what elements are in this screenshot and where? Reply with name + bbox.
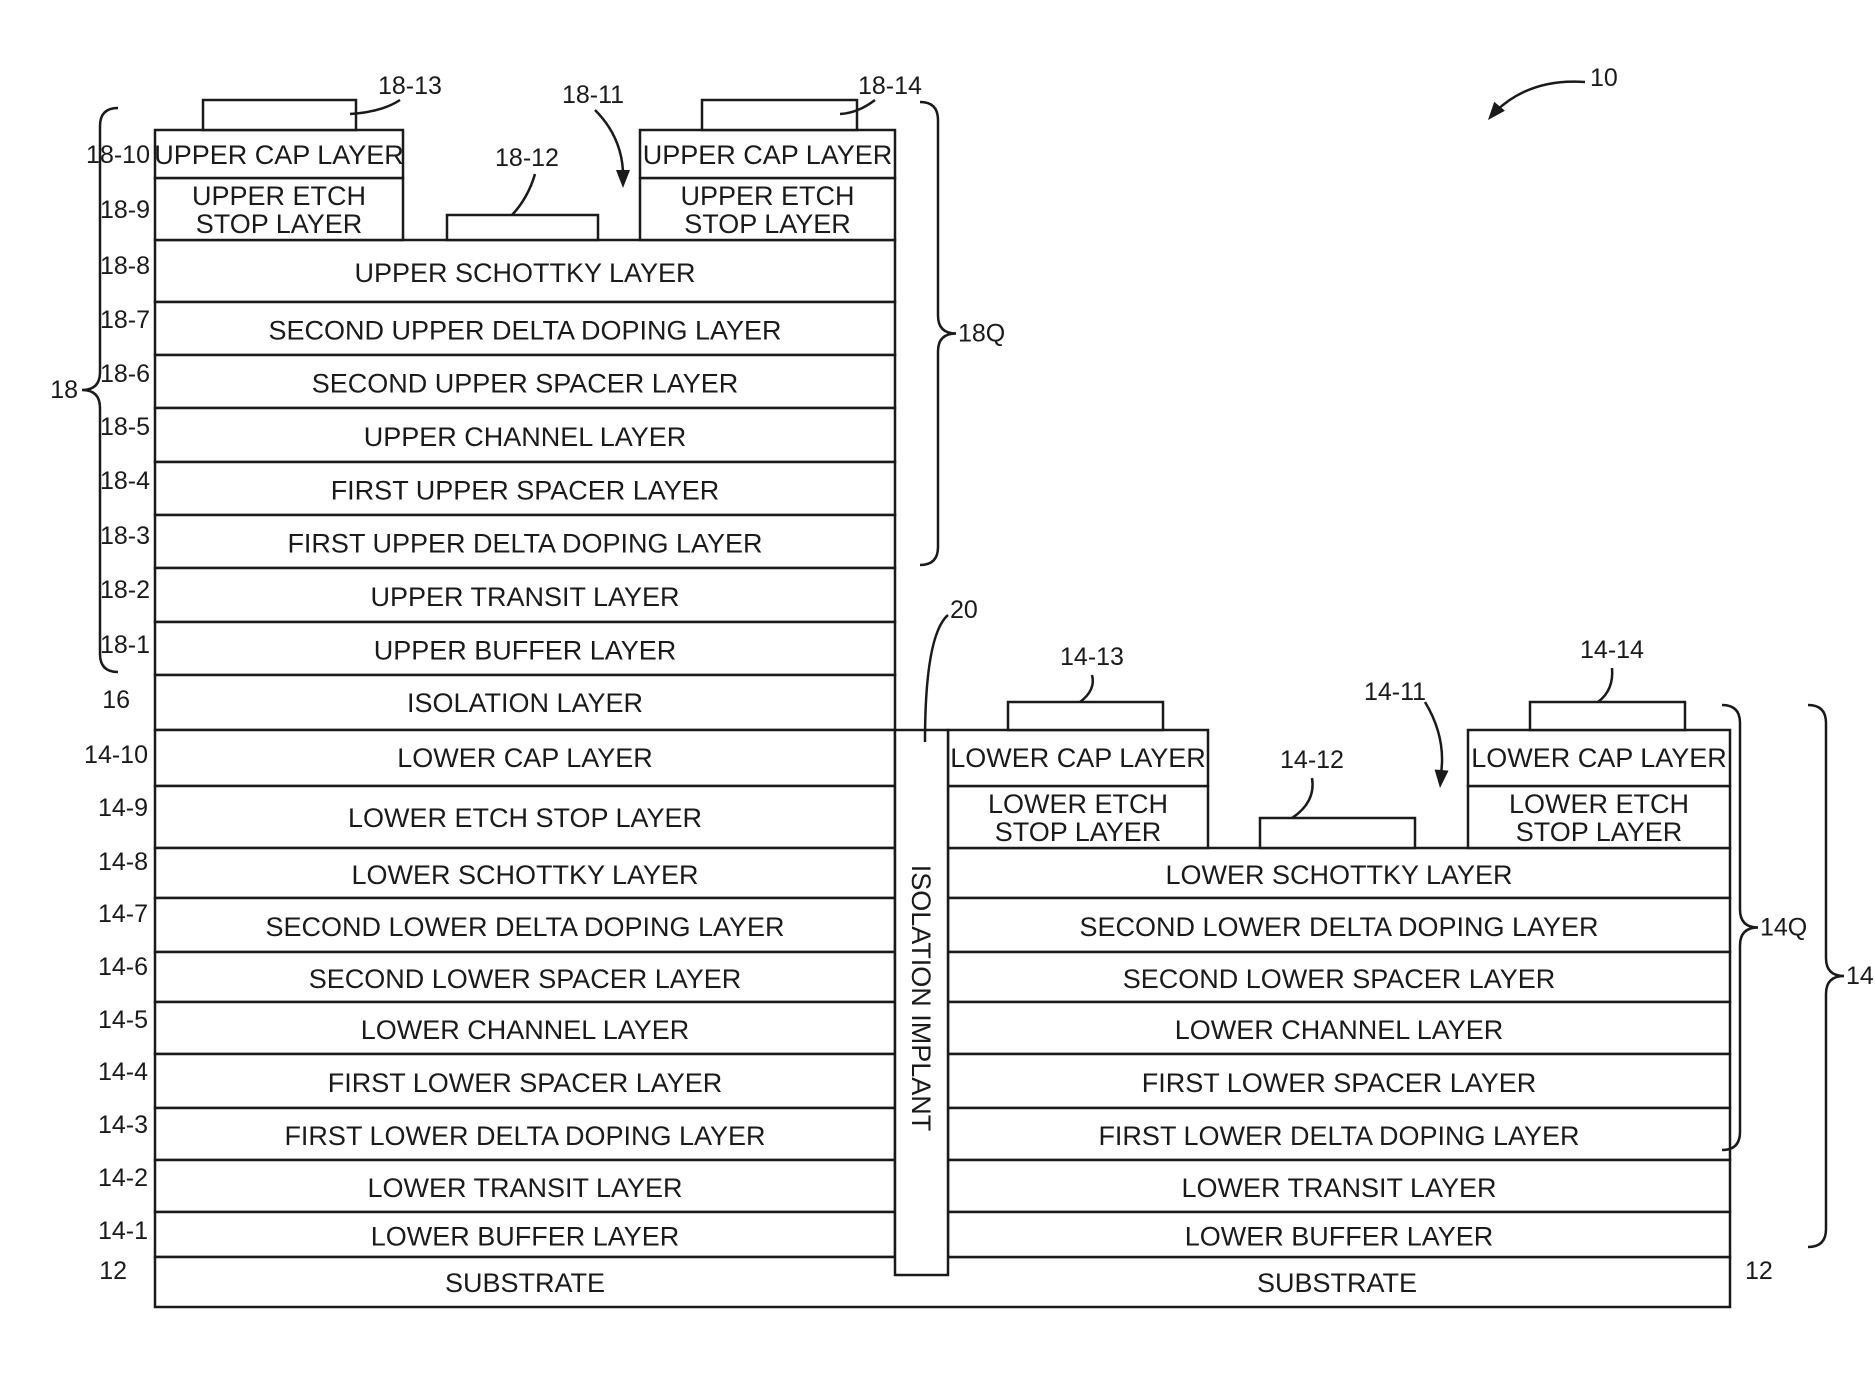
lower-recess-arrowhead [1435,769,1449,788]
lower-ref-14-6: 14-6 [98,953,148,981]
lower-layer-label-right-6: FIRST LOWER DELTA DOPING LAYER [1098,1121,1579,1151]
upper-ref-18-8: 18-8 [100,252,150,280]
upper-cap-label-right: UPPER CAP LAYER [643,140,893,170]
lower-contact-left-leader [1080,675,1093,702]
lower-contact-right-leader [1598,668,1612,702]
upper-cap-label-left: UPPER CAP LAYER [154,140,404,170]
layer-group: UPPER SCHOTTKY LAYER SECOND UPPER DELTA D… [154,100,1730,1307]
isolation-implant-leader [925,615,948,742]
lower-layer-label-right-8: LOWER BUFFER LAYER [1185,1222,1494,1252]
upper-contact-center-leader [512,174,535,215]
figure-ref: 10 [1590,64,1618,92]
lower-layer-label-right-7: LOWER TRANSIT LAYER [1181,1173,1496,1203]
substrate-label-left: SUBSTRATE [445,1268,605,1298]
upper-recess-ref: 18-11 [562,81,624,109]
upper-ref-18-6: 18-6 [100,360,150,388]
lower-cap-label-left-pillar: LOWER CAP LAYER [950,743,1206,773]
upper-etch-stop-text2-right: STOP LAYER [684,209,851,239]
lower-ref-14-2: 14-2 [98,1164,148,1192]
lower-layer-label-left-3: SECOND LOWER SPACER LAYER [309,964,742,994]
lower-contact-center-ref: 14-12 [1280,746,1344,774]
lower-contact-left [1008,702,1163,730]
upper-recess-arrowhead [616,170,630,188]
upper-ref-18-5: 18-5 [100,413,150,441]
lower-contact-center [1260,818,1415,848]
upper-ref-18-7: 18-7 [100,306,150,334]
upper-ref-18-4: 18-4 [100,467,150,495]
lower-contact-right [1530,702,1685,730]
substrate-ref-right: 12 [1745,1257,1773,1285]
lower-etch-stop-text2-left: STOP LAYER [995,817,1162,847]
lower-etch-stop-text2-right: STOP LAYER [1516,817,1683,847]
upper-layer-label-1: UPPER SCHOTTKY LAYER [354,258,695,288]
lower-ref-14-3: 14-3 [98,1111,148,1139]
upper-ref-18-1: 18-1 [100,631,150,659]
upper-layer-label-6: FIRST UPPER DELTA DOPING LAYER [287,529,762,559]
lower-ref-14-5: 14-5 [98,1006,148,1034]
lower-q-ref: 14Q [1760,914,1807,942]
isolation-implant-ref: 20 [950,596,978,624]
isolation-layer-label: ISOLATION LAYER [407,688,643,718]
lower-layer-label-left-4: LOWER CHANNEL LAYER [361,1015,690,1045]
lower-ref-14-8: 14-8 [98,848,148,876]
substrate-label-right: SUBSTRATE [1257,1268,1417,1298]
lower-contact-left-ref: 14-13 [1060,643,1124,671]
figure-ref-leader [1495,82,1585,112]
lower-etch-stop-label-left: LOWER ETCH STOP LAYER [348,803,702,833]
isolation-ref: 16 [102,686,130,714]
lower-ref-14-4: 14-4 [98,1058,148,1086]
lower-etch-stop-text1-right: LOWER ETCH [1509,789,1689,819]
upper-q-brace [920,102,956,565]
lower-etch-stop-text1-left: LOWER ETCH [988,789,1168,819]
lower-ref-14-1: 14-1 [98,1217,148,1245]
lower-layer-label-right-2: SECOND LOWER DELTA DOPING LAYER [1079,912,1598,942]
upper-etch-stop-text2-left: STOP LAYER [196,209,363,239]
lower-layer-label-left-6: FIRST LOWER DELTA DOPING LAYER [284,1121,765,1151]
upper-contact-right [702,100,857,130]
upper-contact-left-leader [350,100,400,114]
lower-layer-label-right-4: LOWER CHANNEL LAYER [1175,1015,1504,1045]
upper-ref-18-3: 18-3 [100,522,150,550]
upper-layer-label-4: UPPER CHANNEL LAYER [364,422,687,452]
lower-contact-center-leader [1292,778,1313,818]
lower-layer-label-left-8: LOWER BUFFER LAYER [371,1222,680,1252]
lower-layer-label-left-7: LOWER TRANSIT LAYER [367,1173,682,1203]
lower-recess-ref: 14-11 [1364,678,1426,706]
lower-cap-label-right-pillar: LOWER CAP LAYER [1471,743,1727,773]
lower-device-brace [1808,705,1844,1247]
upper-etch-stop-text1-left: UPPER ETCH [192,181,366,211]
lower-layer-label-right-3: SECOND LOWER SPACER LAYER [1123,964,1556,994]
upper-contact-left-ref: 18-13 [378,72,442,100]
lower-recess-leader [1425,702,1442,780]
upper-contact-center [447,215,598,240]
lower-contact-right-ref: 14-14 [1580,636,1644,664]
upper-ref-18-9: 18-9 [100,196,150,224]
upper-contact-right-ref: 18-14 [858,72,922,100]
lower-layer-label-left-2: SECOND LOWER DELTA DOPING LAYER [265,912,784,942]
lower-layer-label-left-5: FIRST LOWER SPACER LAYER [328,1068,723,1098]
upper-layer-label-8: UPPER BUFFER LAYER [374,636,677,666]
lower-ref-14-10: 14-10 [84,741,148,769]
upper-layer-label-2: SECOND UPPER DELTA DOPING LAYER [268,316,781,346]
lower-device-ref: 14 [1846,962,1874,990]
upper-q-ref: 18Q [958,320,1005,348]
lower-ref-14-7: 14-7 [98,900,148,928]
isolation-implant-label: ISOLATION IMPLANT [906,865,936,1132]
upper-ref-18-2: 18-2 [100,576,150,604]
upper-layer-label-7: UPPER TRANSIT LAYER [370,582,679,612]
upper-etch-stop-text1-right: UPPER ETCH [680,181,854,211]
upper-layer-label-3: SECOND UPPER SPACER LAYER [312,369,739,399]
lower-ref-14-9: 14-9 [98,794,148,822]
lower-layer-label-right-1: LOWER SCHOTTKY LAYER [1165,860,1512,890]
substrate-ref-left: 12 [99,1257,127,1285]
upper-layer-label-5: FIRST UPPER SPACER LAYER [331,476,720,506]
upper-device-ref: 18 [50,376,78,404]
lower-layer-label-right-5: FIRST LOWER SPACER LAYER [1142,1068,1537,1098]
upper-contact-left [203,100,356,130]
upper-ref-18-10: 18-10 [86,141,150,169]
upper-contact-center-ref: 18-12 [495,144,559,172]
lower-cap-label-left: LOWER CAP LAYER [397,743,653,773]
lower-layer-label-left-1: LOWER SCHOTTKY LAYER [351,860,698,890]
